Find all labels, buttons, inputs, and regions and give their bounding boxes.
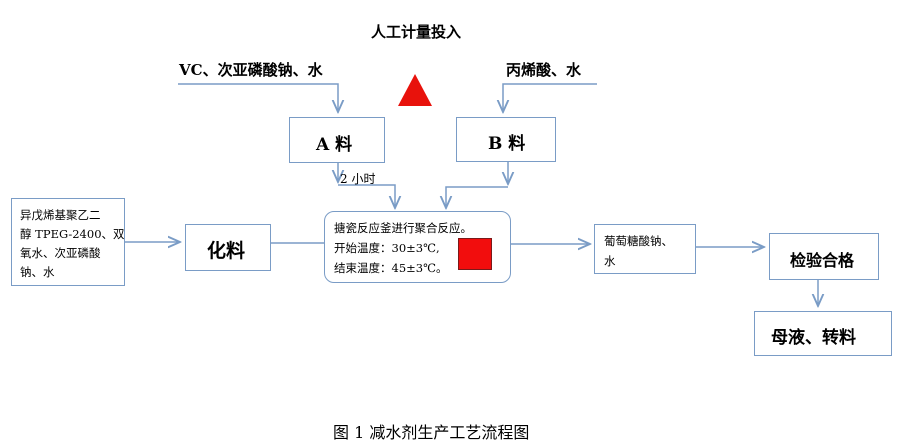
mother-liquor-label: 母液、转料 — [771, 328, 856, 348]
figure-caption: 图 1 减水剂生产工艺流程图 — [333, 423, 530, 442]
raw-line-3: 氧水、次亚磷酸 — [20, 246, 101, 260]
inspection-label: 检验合格 — [790, 251, 855, 270]
box-neutralize: 葡萄糖酸钠、 水 — [594, 224, 696, 274]
box-a-material: A 料 — [289, 117, 385, 163]
flow-time-label: 2 小时 — [340, 172, 376, 186]
arrow-acrylic-to-b — [503, 83, 597, 112]
raw-line-2: 醇 TPEG-2400、双 — [20, 227, 125, 241]
warning-triangle-icon — [398, 74, 432, 106]
neutralize-line-2: 水 — [604, 254, 616, 268]
raw-line-1: 异戊烯基聚乙二 — [20, 208, 101, 222]
reactor-line-1: 搪瓷反应釜进行聚合反应。 — [334, 221, 472, 235]
huaeliao-label: 化料 — [207, 240, 246, 262]
raw-line-4: 钠、水 — [20, 265, 55, 279]
box-huaeliao: 化料 — [185, 224, 271, 271]
arrow-vc-to-a — [178, 83, 338, 112]
arrow-a-branch — [338, 184, 395, 208]
arrow-b-branch — [446, 186, 508, 208]
input-label-acrylic: 丙烯酸、水 — [506, 61, 582, 79]
box-a-label: A 料 — [316, 135, 353, 155]
input-label-vc: VC、次亚磷酸钠、水 — [179, 61, 323, 79]
red-indicator-square — [458, 238, 492, 270]
box-inspection: 检验合格 — [769, 233, 879, 280]
reactor-line-2: 开始温度：30±3℃, — [334, 241, 440, 255]
box-b-label: B 料 — [488, 134, 526, 154]
box-mother-liquor: 母液、转料 — [754, 311, 892, 356]
box-b-material: B 料 — [456, 117, 556, 162]
box-raw-materials: 异戊烯基聚乙二 醇 TPEG-2400、双 氧水、次亚磷酸 钠、水 — [11, 198, 125, 286]
diagram-title: 人工计量投入 — [371, 23, 462, 41]
neutralize-line-1: 葡萄糖酸钠、 — [604, 234, 673, 248]
reactor-line-3: 结束温度：45±3℃。 — [334, 261, 448, 275]
